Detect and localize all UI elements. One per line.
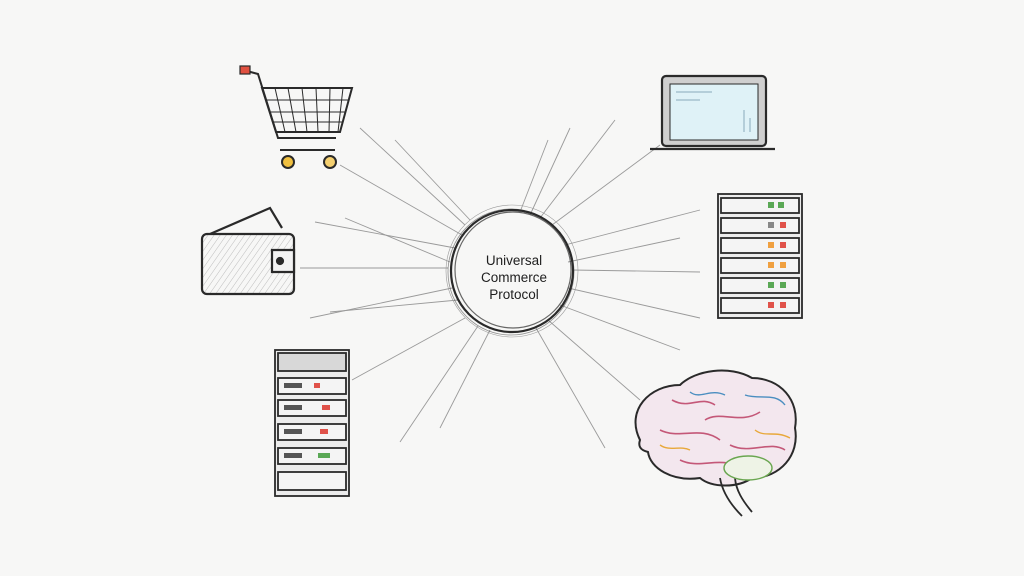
laptop-icon <box>650 74 775 151</box>
connector-line <box>344 217 451 263</box>
connector-line <box>309 287 453 319</box>
hub-label: Universal Commerce Protocol <box>450 252 578 303</box>
connector-line <box>564 209 701 246</box>
connector-line <box>571 269 701 273</box>
server-rack-icon <box>274 349 350 497</box>
hub-label-line: Universal <box>485 253 543 268</box>
connector-line <box>359 127 466 226</box>
connector-line <box>329 299 459 313</box>
server-rack-icon <box>717 193 803 319</box>
connector-line <box>547 319 641 401</box>
connector-line <box>559 304 681 351</box>
hub-circle <box>445 204 579 338</box>
connector-line <box>539 119 616 219</box>
connector-line <box>439 329 491 429</box>
connector-line <box>567 237 681 263</box>
connector-line <box>339 164 463 236</box>
connector-line <box>394 139 471 221</box>
shopping-cart-icon <box>239 65 354 169</box>
connector-line <box>551 144 661 226</box>
connector-lines <box>300 119 701 449</box>
connector-line <box>351 317 466 381</box>
connector-line <box>399 325 479 443</box>
connector-line <box>535 327 606 449</box>
hub-label-line: Commerce <box>480 270 547 285</box>
connector-line <box>529 127 571 216</box>
brain-icon <box>634 369 797 517</box>
wallet-icon <box>200 206 296 296</box>
connector-line <box>567 287 701 319</box>
connector-line <box>519 139 549 213</box>
hub-label-line: Protocol <box>489 287 539 302</box>
